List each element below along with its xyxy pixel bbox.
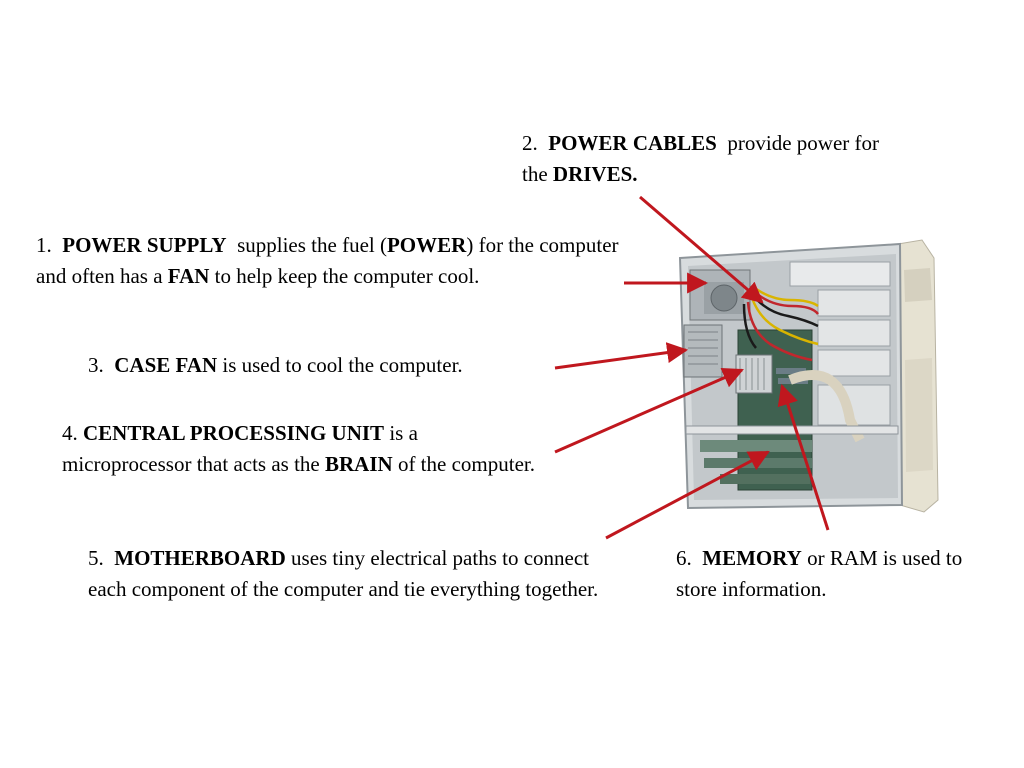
term-power-supply: POWER SUPPLY: [62, 233, 227, 257]
pointer-arrows: [554, 195, 830, 540]
drive-bays: [789, 261, 891, 426]
case-fan: [683, 324, 723, 378]
term-case-fan: CASE FAN: [114, 353, 218, 377]
computer-tower-image: [678, 239, 939, 513]
arrow-memory: [777, 383, 830, 531]
term-cpu: CENTRAL PROCESSING UNIT: [83, 421, 385, 445]
term-memory: MEMORY: [702, 546, 802, 570]
power-supply-unit: [689, 269, 751, 321]
label-motherboard: 5. MOTHERBOARD uses tiny electrical path…: [88, 546, 599, 601]
arrow-motherboard: [605, 450, 770, 540]
term-power-cables: POWER CABLES: [548, 131, 717, 155]
arrow-cpu: [554, 367, 744, 454]
label-power-supply: 1. POWER SUPPLY supplies the fuel (POWER…: [36, 233, 619, 288]
label-cpu: 4. CENTRAL PROCESSING UNIT is a micropro…: [62, 421, 535, 476]
arrow-power-cables: [639, 195, 764, 304]
cpu-heatsink: [735, 354, 773, 394]
term-motherboard: MOTHERBOARD: [114, 546, 286, 570]
label-power-cables: 2. POWER CABLES provide power for the DR…: [522, 131, 879, 186]
label-case-fan: 3. CASE FAN is used to cool the computer…: [88, 353, 463, 377]
label-memory: 6. MEMORY or RAM is used to store inform…: [676, 546, 963, 601]
arrow-case-fan: [554, 342, 689, 370]
